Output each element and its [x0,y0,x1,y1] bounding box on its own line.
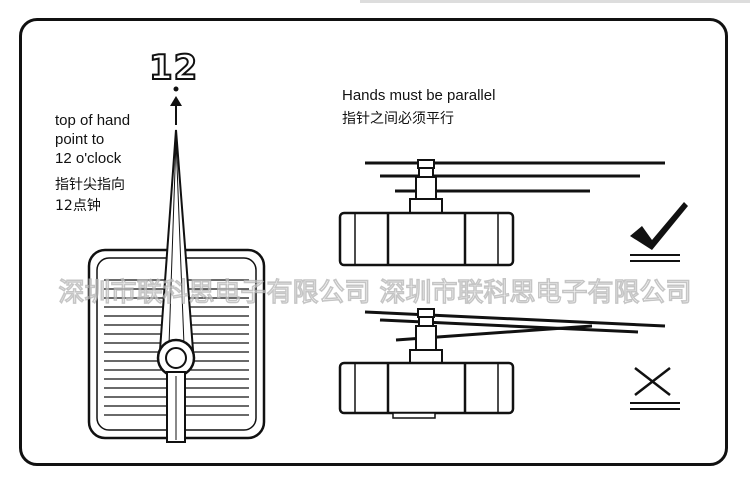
clock-hand [156,129,196,443]
cross-icon [630,367,680,410]
right-caption-cn: 指针之间必须平行 [342,111,454,127]
pointer-arrow [170,86,182,125]
left-caption-en-line-1: top of hand [55,112,131,129]
diagram-frame [19,18,728,466]
top-edge-line [360,0,750,3]
non-parallel-hands-diagram [338,308,666,419]
left-caption-en-line-2: point to [55,131,105,148]
left-caption-cn-line-1: 指针尖指向 [55,177,125,193]
left-caption-en-line-3: 12 o'clock [55,150,122,167]
left-caption-cn-line-2: 12点钟 [55,198,101,214]
check-icon [630,202,688,262]
parallel-hands-diagram [338,159,665,267]
watermark-text: 深圳市联科思电子有限公司 深圳市联科思电子有限公司 [58,278,692,309]
right-caption-en: Hands must be parallel [342,87,496,104]
twelve-label: 12 [148,47,199,89]
